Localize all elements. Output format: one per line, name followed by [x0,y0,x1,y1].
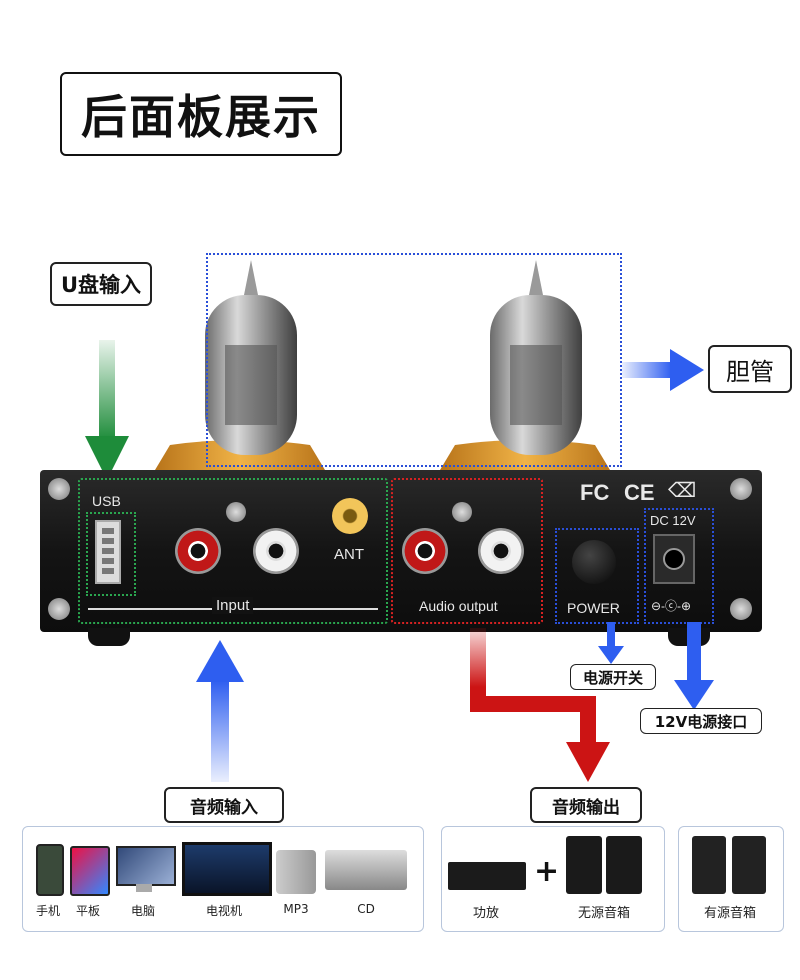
rca-input-right-jack[interactable] [253,528,299,574]
device-label: 电脑 [130,904,155,918]
usb-label: USB [92,493,121,509]
audio-output-label: Audio output [419,598,498,614]
screw-icon [48,478,70,500]
power-button[interactable] [572,540,616,584]
active-speaker-icon [692,836,726,894]
dc-input-label: 12V电源接口 [640,708,762,734]
computer-stand [136,884,152,892]
tubes-highlight [206,253,622,467]
screw-icon [48,598,70,620]
tv-icon [182,842,272,896]
usb-highlight [86,512,136,596]
device-label: 无源音箱 [577,906,630,921]
usb-input-arrow [85,340,129,480]
active-speaker-icon [732,836,766,894]
tubes-label: 胆管 [708,345,792,393]
device-label: 手机 [35,904,60,918]
audio-in-arrow [196,640,244,782]
screw-icon [226,502,246,522]
mp3-icon [276,850,316,894]
screw-icon [730,598,752,620]
plus-icon: + [534,854,560,889]
screw-icon [452,502,472,522]
dc-power-jack[interactable] [653,534,695,584]
device-label: 功放 [472,906,499,921]
passive-speaker-icon [566,836,602,894]
device-label: 有源音箱 [703,906,756,921]
computer-icon [116,846,176,886]
rca-output-left-jack[interactable] [402,528,448,574]
weee-bin-icon: ⌫ [668,480,697,502]
device-label: 电视机 [205,904,242,918]
dc-jack-highlight [644,508,714,624]
device-label: CD [357,902,375,916]
ant-label: ANT [334,546,364,563]
usb-input-label: U盘输入 [50,262,152,306]
ce-mark: CE [624,480,655,505]
power-switch-highlight [555,528,639,624]
passive-speaker-icon [606,836,642,894]
fc-mark: FC [580,480,610,505]
usb-port[interactable] [95,520,121,584]
foot-left [88,628,130,646]
dc-input-arrow [674,622,714,710]
device-label: 平板 [75,904,100,918]
rca-input-left-jack[interactable] [175,528,221,574]
tablet-icon [70,846,110,896]
rear-panel [40,470,762,632]
audio-out-arrow [470,628,610,782]
audio-in-label: 音频输入 [164,787,284,823]
amplifier-icon [448,862,526,890]
power-switch-arrow [598,622,624,664]
input-label: Input [212,597,254,614]
ant-connector[interactable] [332,498,368,534]
vacuum-tubes-image [155,260,610,470]
rca-output-right-jack[interactable] [478,528,524,574]
input-section [78,478,388,624]
device-label: MP3 [283,902,309,916]
screw-icon [730,478,752,500]
cd-player-icon [325,850,407,890]
page-title: 后面板展示 [81,90,321,144]
polarity-icon: ⊖-ⓒ-⊕ [651,599,692,613]
audio-out-label: 音频输出 [530,787,642,823]
power-switch-label: 电源开关 [570,664,656,690]
dc-label: DC 12V [650,513,696,528]
audio-output-section [391,478,543,624]
tubes-arrow [622,349,704,391]
phone-icon [36,844,64,896]
title-box: 后面板展示 [60,72,342,156]
power-label: POWER [567,600,620,616]
